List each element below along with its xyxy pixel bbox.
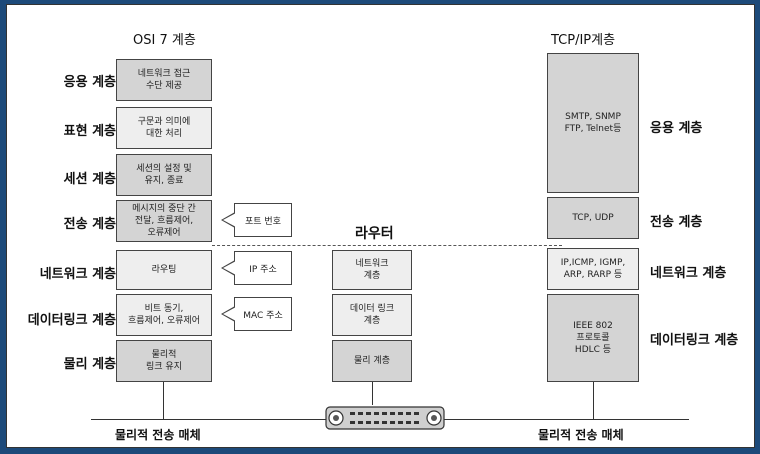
osi-label-network: 네트워크 계층 <box>39 267 116 282</box>
tcpip-label-transport: 전송 계층 <box>650 215 703 230</box>
osi-stack-stem <box>163 382 164 419</box>
tcpip-title: TCP/IP계층 <box>551 33 616 48</box>
media-label-left: 물리적 전송 매체 <box>115 428 201 442</box>
router-box-network: 네트워크 계층 <box>332 250 412 290</box>
router-box-datalink: 데이터 링크 계층 <box>332 294 412 336</box>
tcpip-label-datalink: 데이터링크 계층 <box>650 333 739 348</box>
callout-mac-address: MAC 주소 <box>234 297 292 331</box>
osi-box-presentation: 구문과 의미에 대한 처리 <box>116 107 212 149</box>
osi-box-datalink: 비트 동기, 흐름제어, 오류제어 <box>116 294 212 336</box>
tcpip-label-application: 응용 계층 <box>650 121 703 136</box>
osi-label-physical: 물리 계층 <box>63 357 116 372</box>
diagram-frame: OSI 7 계층 응용 계층 네트워크 접근 수단 제공 표현 계층 구문과 의… <box>6 4 755 448</box>
osi-label-session: 세션 계층 <box>63 172 116 187</box>
media-label-right: 물리적 전송 매체 <box>538 428 624 442</box>
tcpip-box-transport: TCP, UDP <box>547 197 639 239</box>
router-title: 라우터 <box>355 226 394 242</box>
callout-port-number: 포트 번호 <box>234 203 292 237</box>
router-stack-stem <box>372 382 373 405</box>
osi-box-transport: 메시지의 중단 간 전달, 흐름제어, 오류제어 <box>116 200 212 242</box>
osi-box-application: 네트워크 접근 수단 제공 <box>116 59 212 101</box>
tcpip-box-application: SMTP, SNMP FTP, Telnet등 <box>547 53 639 193</box>
tcpip-label-network: 네트워크 계층 <box>650 266 727 281</box>
router-box-physical: 물리 계층 <box>332 340 412 382</box>
osi-label-application: 응용 계층 <box>63 75 116 90</box>
osi-label-datalink: 데이터링크 계층 <box>27 313 116 328</box>
tcpip-stack-stem <box>593 382 594 419</box>
osi-label-presentation: 표현 계층 <box>63 124 116 139</box>
osi-box-session: 세션의 설정 및 유지, 종료 <box>116 154 212 196</box>
osi-box-physical: 물리적 링크 유지 <box>116 340 212 382</box>
router-device-icon <box>325 406 445 430</box>
tcpip-box-network: IP,ICMP, IGMP, ARP, RARP 등 <box>547 248 639 290</box>
osi-title: OSI 7 계층 <box>133 33 196 48</box>
layer-divider-dashed <box>212 245 562 246</box>
callout-ip-address: IP 주소 <box>234 251 292 285</box>
osi-label-transport: 전송 계층 <box>63 217 116 232</box>
osi-box-network: 라우팅 <box>116 250 212 290</box>
tcpip-box-datalink: IEEE 802 프로토콜 HDLC 등 <box>547 294 639 382</box>
